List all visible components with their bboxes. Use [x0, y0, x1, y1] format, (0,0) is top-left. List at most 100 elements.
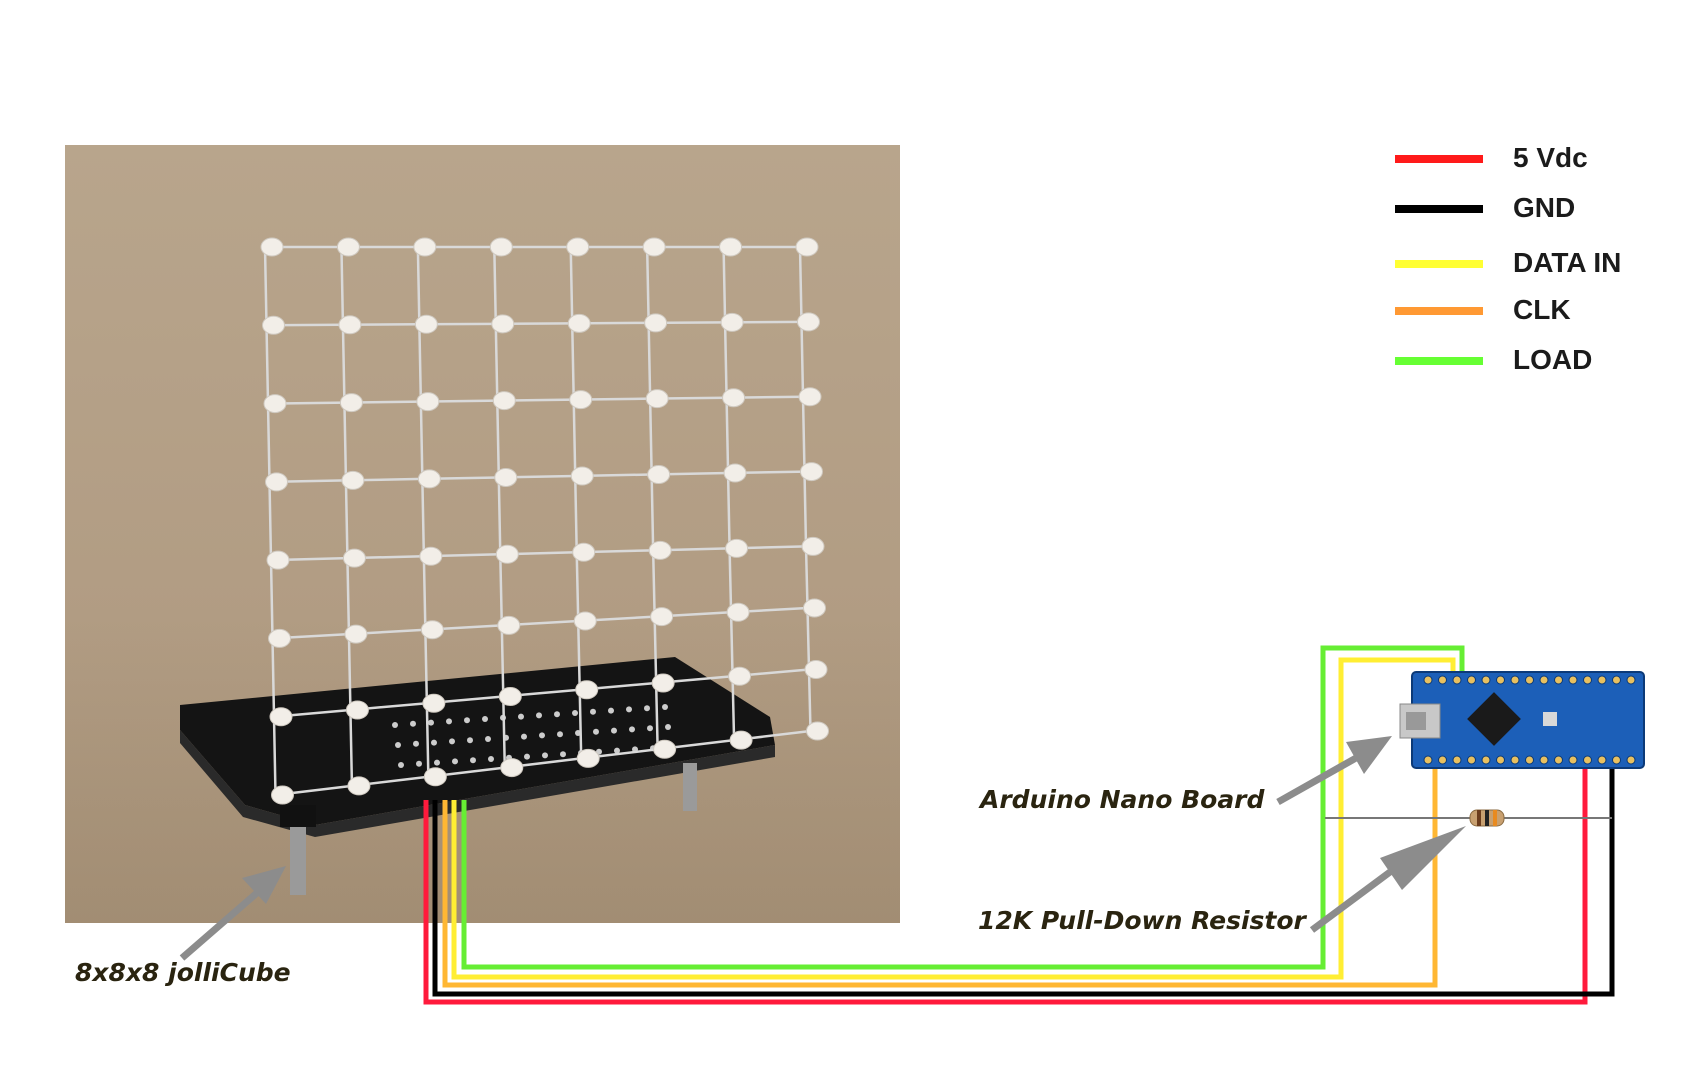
pcb-pin	[614, 747, 620, 754]
led-column-wire	[722, 246, 736, 741]
led	[728, 666, 752, 686]
led	[416, 392, 440, 412]
nano-pin	[1554, 755, 1563, 765]
nano-pin	[1438, 755, 1447, 765]
legend-swatch-load	[1395, 357, 1483, 365]
nano-pin	[1438, 675, 1447, 685]
led	[413, 237, 437, 257]
pcb-pin	[662, 704, 668, 710]
pcb-pin	[488, 756, 494, 762]
led	[500, 758, 524, 778]
pcb-pin	[485, 736, 491, 742]
cube-pcb	[180, 657, 775, 895]
led	[341, 470, 365, 490]
nano-pin	[1626, 755, 1636, 765]
pcb-pin	[449, 738, 455, 745]
led	[417, 469, 441, 489]
led	[729, 730, 753, 750]
led	[342, 548, 366, 568]
led-column-wire	[493, 246, 507, 768]
nano-pin	[1525, 675, 1534, 685]
legend-label-data-in: DATA IN	[1513, 247, 1622, 278]
pcb-pin	[446, 718, 452, 725]
led	[414, 314, 438, 334]
pcb-pin	[464, 717, 470, 724]
resistor-arrow-icon	[1309, 826, 1466, 933]
pcb-pin	[521, 733, 527, 740]
led	[648, 540, 672, 560]
nano-pin	[1423, 755, 1433, 765]
led	[650, 607, 674, 627]
pcb-pin	[665, 724, 671, 730]
nano-pin	[1510, 675, 1520, 685]
nano-pin	[1597, 755, 1607, 765]
pcb-pin	[629, 726, 635, 733]
pcb-pin	[416, 760, 422, 767]
nano-pin	[1481, 675, 1491, 685]
legend-label-load: LOAD	[1513, 344, 1593, 375]
pcb-pin	[536, 712, 542, 719]
led	[339, 393, 363, 413]
legend-swatch-5vdc	[1395, 155, 1483, 163]
pcb-pin	[413, 740, 419, 747]
wire-5vdc	[423, 760, 1588, 1005]
led	[719, 237, 743, 257]
led	[803, 598, 826, 618]
led-column-wire	[263, 246, 277, 796]
legend-swatch-gnd	[1395, 205, 1483, 213]
legend-label-gnd: GND	[1513, 192, 1576, 223]
nano-pin	[1568, 675, 1578, 685]
nano-pin	[1626, 675, 1636, 685]
led-cube-photo	[65, 145, 900, 923]
nano-pin	[1452, 675, 1462, 685]
led-column-wire	[798, 246, 812, 732]
led	[725, 538, 749, 558]
led	[263, 394, 287, 414]
cube-arrow-icon	[179, 866, 286, 961]
pcb-pin	[572, 710, 578, 716]
led	[726, 602, 750, 622]
led	[260, 237, 284, 257]
led-column-wire	[340, 246, 354, 786]
resistor-icon	[1325, 809, 1612, 827]
nano-arrow-icon	[1276, 736, 1392, 806]
callout-nano-label: Arduino Nano Board	[980, 785, 1265, 814]
led	[494, 467, 518, 487]
pcb-pin	[428, 719, 434, 726]
wire-clk	[442, 760, 1438, 988]
pcb-pin	[482, 716, 488, 722]
led	[653, 739, 677, 759]
legend-swatch-clk	[1395, 307, 1483, 315]
pcb-pin	[590, 708, 596, 715]
led	[651, 673, 675, 693]
led	[722, 388, 746, 408]
pcb-pin	[524, 753, 530, 760]
legend-label-clk: CLK	[1513, 294, 1571, 325]
led	[800, 462, 823, 482]
led	[347, 776, 371, 796]
pcb-pin	[554, 711, 560, 718]
nano-pin	[1423, 675, 1433, 685]
led	[645, 389, 669, 409]
nano-pin	[1583, 755, 1592, 765]
nano-pin	[1510, 755, 1520, 765]
nano-pins	[1423, 675, 1636, 765]
led	[567, 313, 591, 333]
led	[422, 693, 446, 713]
nano-pin	[1539, 675, 1549, 685]
led	[266, 550, 290, 570]
nano-pin	[1612, 755, 1621, 765]
led	[423, 767, 447, 787]
led-column-wire	[416, 246, 430, 777]
callout-resistor-label: 12K Pull-Down Resistor	[978, 906, 1306, 935]
pcb-pin	[608, 707, 614, 714]
led	[576, 748, 600, 768]
nano-pin	[1481, 755, 1491, 765]
led	[495, 544, 519, 564]
pcb-pin	[470, 757, 476, 764]
nano-pin	[1496, 675, 1505, 685]
led	[797, 312, 820, 332]
nano-pin	[1496, 755, 1505, 765]
wire-gnd	[432, 760, 1615, 997]
